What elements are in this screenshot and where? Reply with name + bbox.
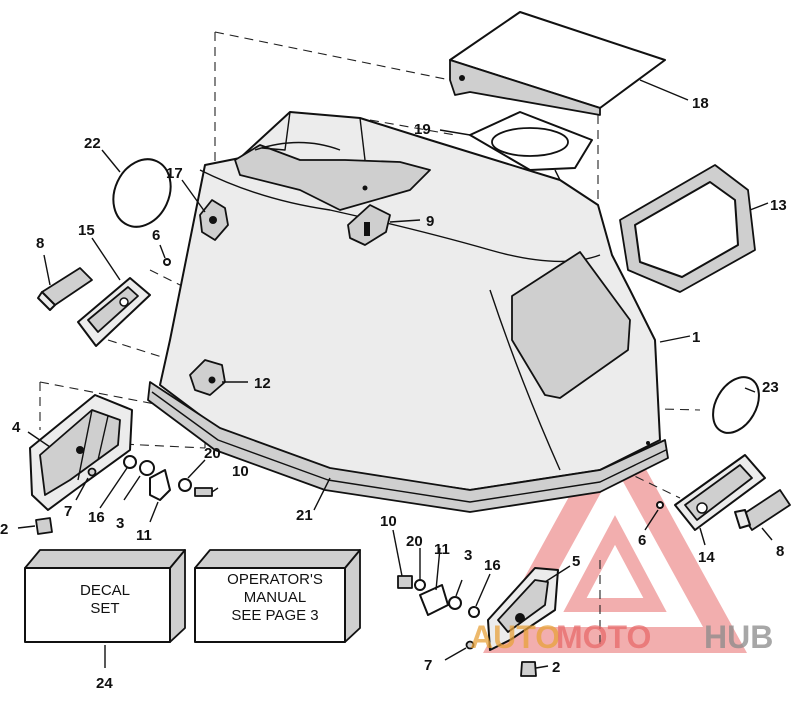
callout-20-right: 20: [406, 533, 423, 550]
part-20-washer-left: [178, 478, 192, 492]
callout-11-left: 11: [136, 527, 152, 544]
callout-18: 18: [692, 95, 709, 112]
callout-6-right: 6: [638, 532, 646, 549]
part-17-latch-knob: [199, 199, 229, 241]
part-13-window-frame: [619, 164, 756, 293]
part-15-grommet-plate-left: [77, 277, 151, 347]
watermark-moto: MOTO: [556, 619, 651, 655]
callout-15: 15: [78, 222, 95, 239]
callout-5: 5: [572, 553, 580, 570]
callout-8-left: 8: [36, 235, 44, 252]
right-hardware: [397, 575, 537, 677]
callout-1: 1: [692, 329, 700, 346]
callout-24: 24: [96, 675, 113, 692]
part-6-screw-right: [656, 501, 664, 509]
part-11-clip-left: [149, 469, 171, 501]
part-5-bracket-right: [487, 567, 559, 651]
callout-4: 4: [12, 419, 21, 436]
watermark-auto: AUTO: [470, 619, 560, 655]
watermark-hub: HUB: [704, 619, 773, 655]
part-8-handle-right: [734, 489, 791, 531]
callout-13: 13: [770, 197, 787, 214]
part-3-washer-right: [448, 596, 462, 610]
callout-16-left: 16: [88, 509, 105, 526]
part-4-bracket-left: [29, 394, 133, 511]
manual-text-line3: SEE PAGE 3: [231, 607, 318, 624]
operators-manual-box: OPERATOR'S MANUAL SEE PAGE 3: [194, 549, 361, 643]
callout-22: 22: [84, 135, 101, 152]
part-20-washer-right: [414, 579, 426, 591]
leader-lines: [17, 79, 773, 669]
callout-7-right: 7: [424, 657, 432, 674]
callout-6-left: 6: [152, 227, 160, 244]
part-22-seal-ring: [112, 158, 172, 228]
decal-text-line2: SET: [90, 600, 119, 617]
part-1-main-cowl: [147, 111, 669, 513]
callout-3-right: 3: [464, 547, 472, 564]
part-16-washer-right: [468, 606, 480, 618]
callout-3-left: 3: [116, 515, 124, 532]
part-19-gasket: [469, 111, 593, 181]
callout-16-right: 16: [484, 557, 501, 574]
part-3-washer-left: [139, 460, 155, 476]
callout-14: 14: [698, 549, 715, 566]
left-hardware: [35, 455, 213, 535]
callout-21: 21: [296, 507, 313, 524]
callout-11-right: 11: [434, 541, 450, 558]
callout-8-right: 8: [776, 543, 784, 560]
part-10-bolt-left: [194, 487, 213, 497]
part-9-latch: [347, 204, 391, 246]
part-23-seal-ring: [712, 376, 760, 434]
watermark-text: AUTO MOTO HUB: [470, 619, 773, 655]
decal-text-line1: DECAL: [80, 582, 130, 599]
callout-10-right: 10: [380, 513, 397, 530]
callout-17: 17: [166, 165, 183, 182]
callout-2-left: 2: [0, 521, 8, 538]
callout-9: 9: [426, 213, 434, 230]
part-16-washer-left: [123, 455, 137, 469]
part-11-clip-right: [419, 584, 449, 616]
part-6-screw-left: [163, 258, 171, 266]
callout-20-left: 20: [204, 445, 221, 462]
part-18-top-cover: [449, 11, 666, 116]
callout-2-right: 2: [552, 659, 560, 676]
decal-set-box: DECAL SET: [24, 549, 186, 643]
part-2-mount-right: [520, 661, 537, 677]
watermark-triangle-outer: [483, 413, 747, 653]
callout-19: 19: [414, 121, 431, 138]
part-14-grommet-plate-right: [674, 454, 766, 531]
callout-7-left: 7: [64, 503, 72, 520]
watermark-triangle-inner: [563, 515, 667, 612]
part-2-mount-left: [35, 517, 53, 535]
part-8-handle-left: [37, 267, 93, 311]
callout-23: 23: [762, 379, 779, 396]
part-10-bolt-right: [397, 575, 413, 589]
callout-numbers: 1 2 2 3 3 4 5 6 6 7 7 8 8 9 10 10 11 11 …: [0, 95, 787, 692]
watermark-logo: [483, 413, 747, 653]
callout-10-left: 10: [232, 463, 249, 480]
manual-text-line2: MANUAL: [244, 589, 307, 606]
callout-12: 12: [254, 375, 271, 392]
part-7-nut-right: [465, 640, 475, 650]
part-7-nut-left: [87, 467, 97, 477]
manual-text-line1: OPERATOR'S: [227, 571, 323, 588]
